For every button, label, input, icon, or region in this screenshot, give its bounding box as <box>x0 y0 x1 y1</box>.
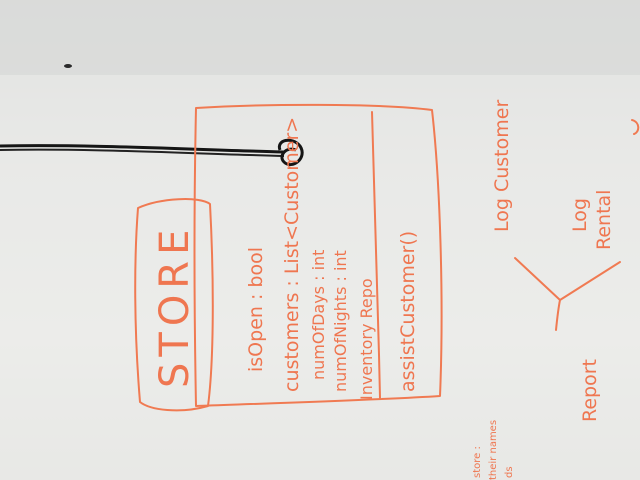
attr-is-open: isOpen : bool <box>245 247 267 372</box>
bottom-note-line1: store : <box>472 446 483 478</box>
method-assist-customer: assistCustomer() <box>397 231 419 392</box>
log-rental-note-line1: Log <box>569 198 591 232</box>
board-mark <box>64 64 72 68</box>
attr-num-of-nights: numOfNights : int <box>331 250 350 392</box>
hanging-string <box>0 138 304 167</box>
attr-customers: customers : List<Customer> <box>281 117 303 392</box>
board-edge-shadow <box>0 0 640 75</box>
attr-num-of-days: numOfDays : int <box>309 250 328 380</box>
log-customer-note: Log Customer <box>491 100 513 232</box>
attr-inventory-repo: Inventory Repo <box>357 278 376 400</box>
log-rental-note-line2: Rental <box>593 190 615 250</box>
bottom-note-line2: their names <box>488 420 499 480</box>
connector-arrow <box>514 257 621 331</box>
right-edge-mark <box>631 119 640 135</box>
store-title: STORE <box>152 224 198 388</box>
bottom-note-line3: ds <box>504 466 515 478</box>
report-note: Report <box>579 359 601 422</box>
store-class-diagram <box>134 103 443 412</box>
store-class-divider <box>371 111 381 399</box>
store-class-outer-box <box>193 103 443 407</box>
store-name-compartment <box>134 198 214 412</box>
